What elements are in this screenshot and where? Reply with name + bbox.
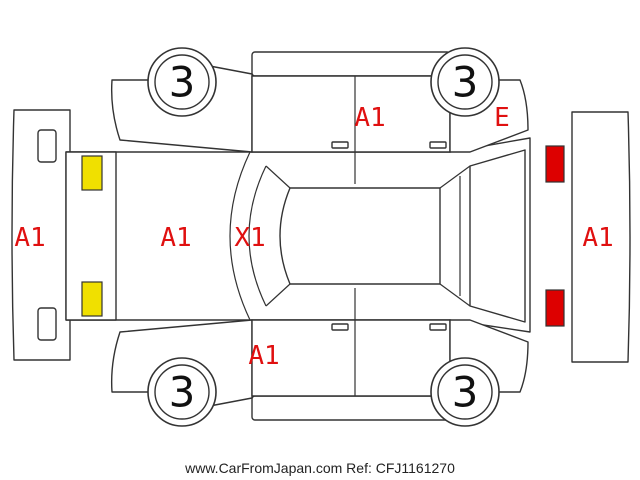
front-bumper-vent-top	[37, 129, 57, 163]
rear-lamp-left	[545, 145, 565, 183]
front-lamp-right	[81, 281, 103, 317]
source-reference: www.CarFromJapan.com Ref: CFJ1161270	[184, 460, 455, 476]
wheel-front-left: 3	[147, 47, 217, 117]
roof-pillar-fr	[265, 283, 291, 307]
front-bumper-vent-bottom	[37, 307, 57, 341]
right-doors	[251, 319, 451, 397]
left-front-door-handle	[331, 141, 349, 149]
front-lamp-left	[81, 155, 103, 191]
roof-pillar-rl	[439, 165, 471, 189]
roof-pillar-rr	[439, 283, 471, 307]
right-rear-door-handle	[429, 323, 447, 331]
code-right-rear-fender: E	[494, 103, 510, 133]
wheel-rear-right: 3	[430, 357, 500, 427]
wheel-rear-left-grade: 3	[452, 58, 479, 107]
roof-pillar-fl	[265, 165, 291, 189]
windshield-outer	[229, 151, 251, 321]
rear-bumper	[571, 111, 631, 363]
wheel-front-right: 3	[147, 357, 217, 427]
right-sill	[251, 395, 451, 421]
wheel-front-left-grade: 3	[169, 58, 196, 107]
rear-lamp-right	[545, 289, 565, 327]
wheel-rear-left: 3	[430, 47, 500, 117]
rear-window	[469, 149, 526, 323]
right-front-door-handle	[331, 323, 349, 331]
code-rear-bumper: A1	[582, 223, 613, 253]
wheel-rear-right-grade: 3	[452, 368, 479, 417]
code-windshield: X1	[234, 223, 265, 253]
roof	[279, 187, 441, 285]
left-rear-door-handle	[429, 141, 447, 149]
code-front-bumper: A1	[14, 223, 45, 253]
left-doors	[251, 75, 451, 153]
front-bumper	[11, 109, 71, 361]
left-sill	[251, 51, 451, 77]
windshield-inner	[248, 165, 267, 307]
code-right-doors: A1	[248, 341, 279, 371]
code-hood: A1	[160, 223, 191, 253]
wheel-front-right-grade: 3	[169, 368, 196, 417]
code-left-doors: A1	[354, 103, 385, 133]
